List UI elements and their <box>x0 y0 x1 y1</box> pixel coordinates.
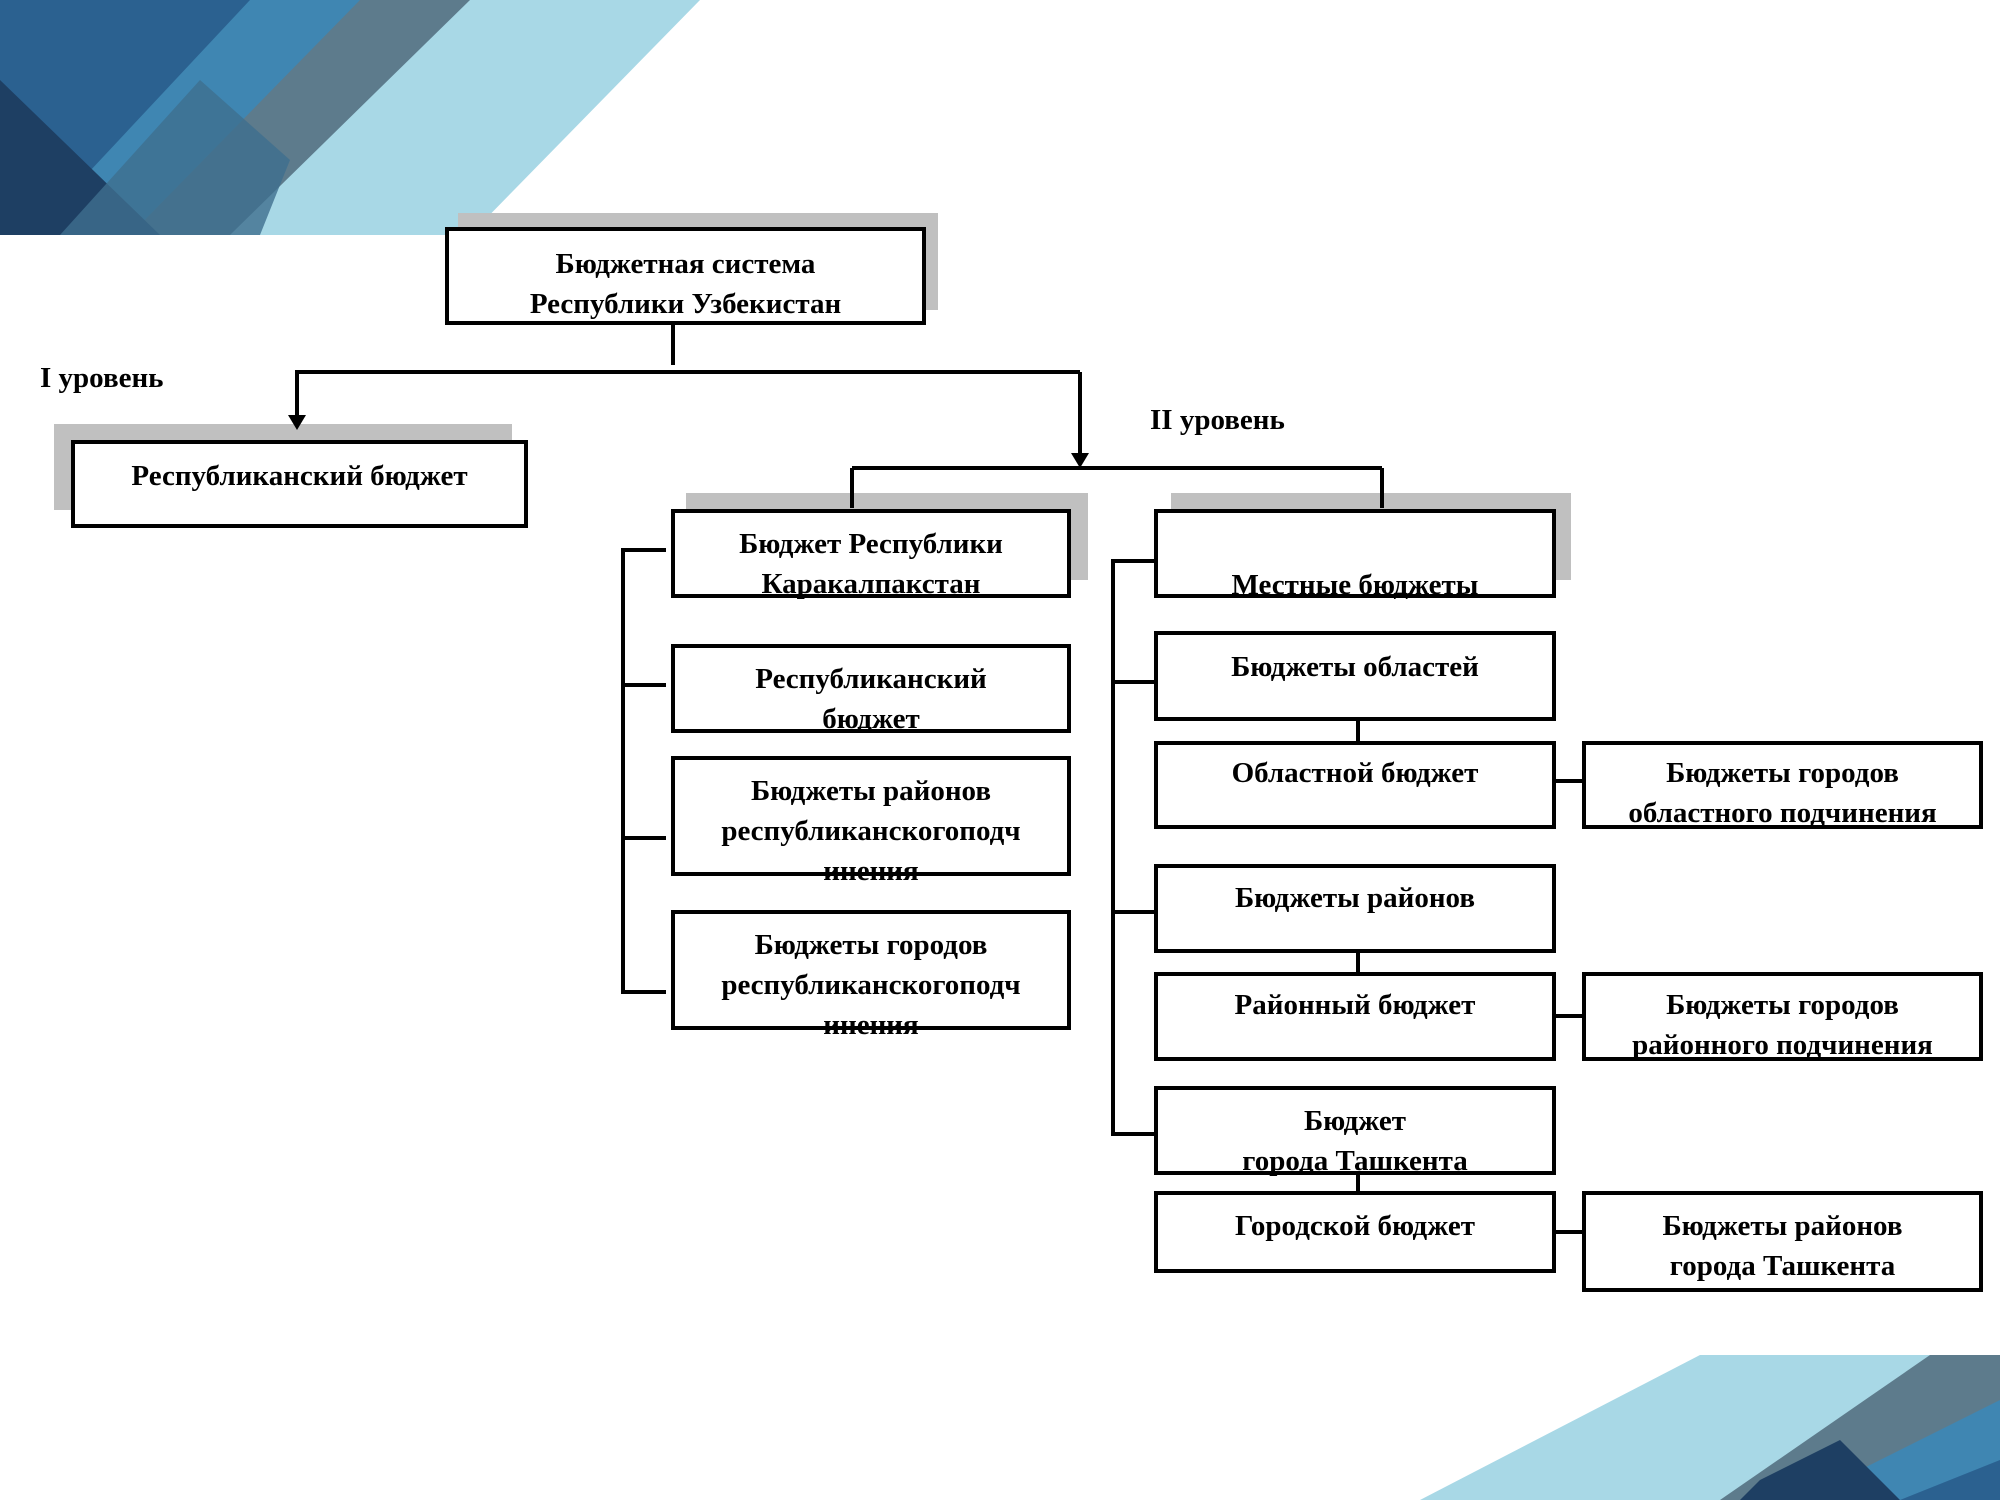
level-2-label: II уровень <box>1150 404 1285 436</box>
local-budgets-label: Местные бюджеты <box>1231 569 1479 601</box>
top-left-decoration <box>0 0 700 235</box>
root-node: Бюджетная система Республики Узбекистан <box>445 227 926 325</box>
kk-republican-node: Республиканский бюджет <box>671 644 1071 735</box>
city-budget-label: Городской бюджет <box>1235 1210 1475 1242</box>
tashkent-districts-node: Бюджеты районов города Ташкента <box>1582 1191 1983 1292</box>
regional-cities-label: Бюджеты городов областного подчинения <box>1628 757 1937 829</box>
tashkent-label: Бюджет города Ташкента <box>1242 1105 1468 1177</box>
tashkent-districts-label: Бюджеты районов города Ташкента <box>1662 1210 1903 1282</box>
kk-districts-node: Бюджеты районов республиканскогоподч ине… <box>671 756 1071 887</box>
regional-budget-label: Областной бюджет <box>1231 757 1479 789</box>
republican-budget-label: Республиканский бюджет <box>131 460 468 492</box>
district-budget-label: Районный бюджет <box>1234 989 1476 1021</box>
districts-node: Бюджеты районов <box>1154 864 1556 953</box>
kk-cities-label: Бюджеты городов республиканскогоподч ине… <box>721 929 1021 1041</box>
arrow-level2 <box>1071 453 1089 468</box>
karakalpakstan-node: Бюджет Республики Каракалпакстан <box>671 509 1071 600</box>
republican-budget-node: Республиканский бюджет <box>71 440 528 528</box>
level-1-label: I уровень <box>40 362 164 394</box>
bottom-right-decoration <box>1420 1355 2000 1500</box>
arrow-level1 <box>288 415 306 430</box>
local-budgets-node: Местные бюджеты <box>1154 509 1556 601</box>
regional-budget-node: Областной бюджет <box>1154 741 1556 829</box>
karakalpakstan-label: Бюджет Республики Каракалпакстан <box>739 528 1003 600</box>
regions-label: Бюджеты областей <box>1231 651 1479 683</box>
district-budget-node: Районный бюджет <box>1154 972 1556 1061</box>
district-cities-node: Бюджеты городов районного подчинения <box>1582 972 1983 1061</box>
root-node-label: Бюджетная система Республики Узбекистан <box>529 248 842 320</box>
district-cities-label: Бюджеты городов районного подчинения <box>1632 989 1933 1061</box>
kk-republican-label: Республиканский бюджет <box>755 663 987 735</box>
districts-label: Бюджеты районов <box>1235 882 1475 914</box>
city-budget-node: Городской бюджет <box>1154 1191 1556 1273</box>
regional-cities-node: Бюджеты городов областного подчинения <box>1582 741 1983 829</box>
tashkent-node: Бюджет города Ташкента <box>1154 1086 1556 1177</box>
kk-cities-node: Бюджеты городов республиканскогоподч ине… <box>671 910 1071 1041</box>
regions-node: Бюджеты областей <box>1154 631 1556 721</box>
kk-districts-label: Бюджеты районов республиканскогоподч ине… <box>721 775 1021 887</box>
